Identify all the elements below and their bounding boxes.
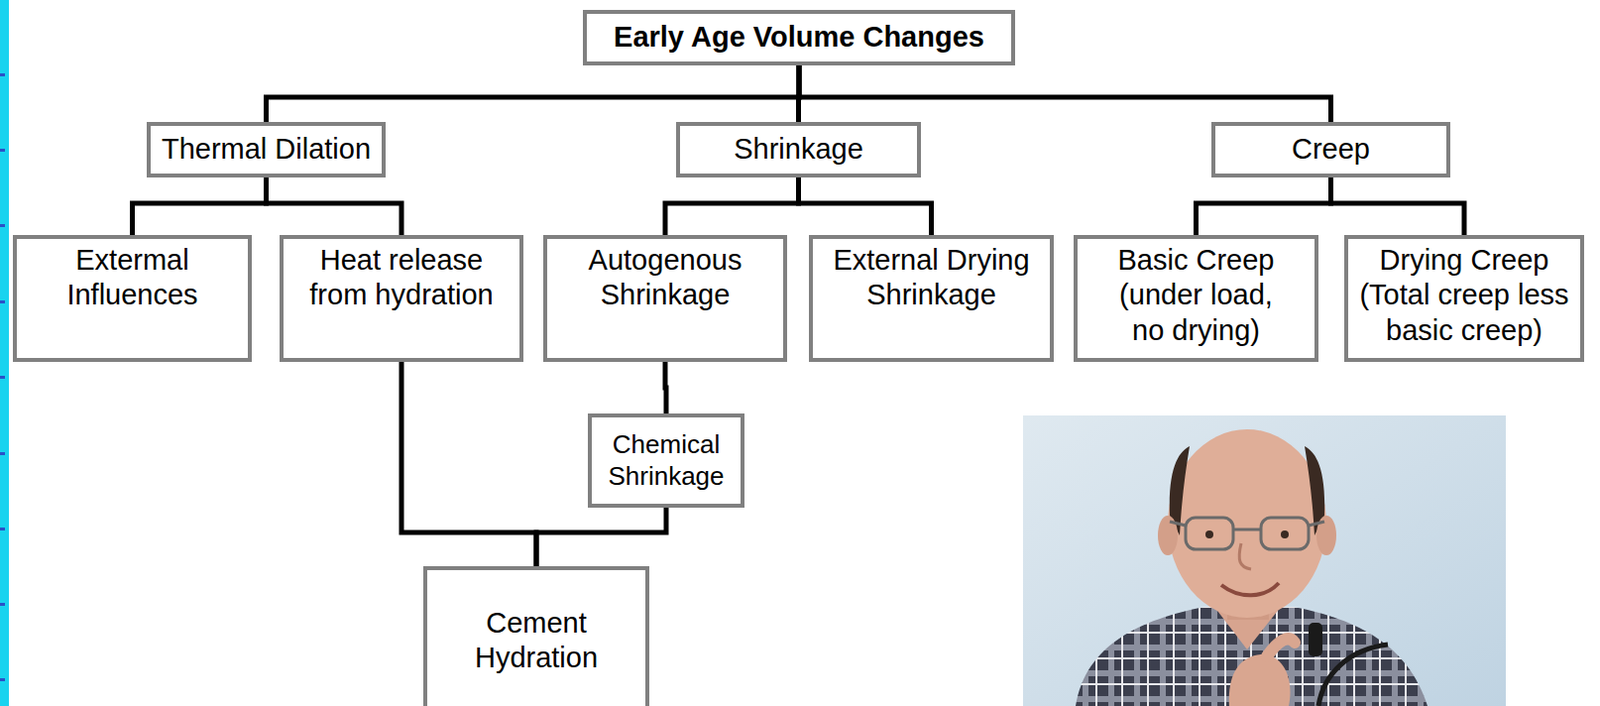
source-box: Cement Hydration [423, 566, 650, 706]
tree-connector [132, 177, 267, 235]
tree-connector [536, 507, 667, 567]
cause-box: Extermal Influences [12, 234, 252, 362]
box-label: Early Age Volume Changes [613, 19, 985, 55]
tree-connector [665, 361, 667, 414]
side-ticks [0, 73, 5, 682]
box-label: Autogenous Shrinkage [566, 242, 765, 314]
tree-connector [1331, 177, 1466, 235]
cause-box: Drying Creep (Total creep less basic cre… [1344, 234, 1585, 362]
box-label: Cement Hydration [447, 605, 626, 677]
tree-connector [799, 65, 1332, 122]
category-box: Creep [1211, 121, 1451, 178]
category-box: Thermal Dilation [146, 121, 386, 178]
cause-box: External Drying Shrinkage [808, 234, 1054, 362]
box-label: Thermal Dilation [161, 131, 371, 167]
box-label: Basic Creep (under load, no drying) [1107, 242, 1286, 348]
side-bar [0, 0, 9, 706]
category-box: Shrinkage [676, 121, 921, 178]
cause-box: Chemical Shrinkage [587, 413, 745, 508]
box-label: Shrinkage [733, 131, 864, 167]
box-label: Extermal Influences [33, 242, 232, 314]
portrait-photo [1023, 415, 1506, 706]
cause-box: Basic Creep (under load, no drying) [1073, 234, 1319, 362]
box-label: Drying Creep (Total creep less basic cre… [1359, 242, 1570, 348]
tree-connector [401, 361, 537, 567]
tree-connector [1196, 177, 1332, 235]
cause-box: Autogenous Shrinkage [543, 234, 788, 362]
tree-connector [799, 177, 932, 235]
tree-connector [665, 177, 800, 235]
cause-box: Heat release from hydration [279, 234, 524, 362]
tree-connector [266, 65, 800, 122]
box-label: Creep [1291, 131, 1371, 167]
root-box: Early Age Volume Changes [582, 9, 1016, 66]
box-label: External Drying Shrinkage [824, 242, 1038, 314]
box-label: Heat release from hydration [302, 242, 501, 314]
tree-connector [266, 177, 403, 235]
box-label: Chemical Shrinkage [592, 429, 740, 492]
